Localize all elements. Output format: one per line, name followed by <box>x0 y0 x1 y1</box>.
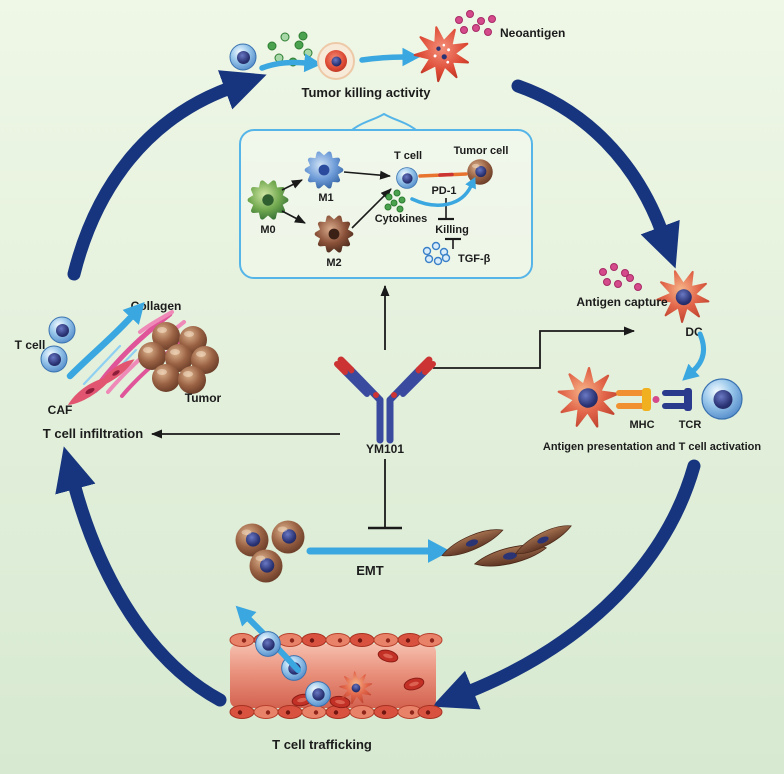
presenting-dc-icon <box>554 363 623 433</box>
neoantigen-label: Neoantigen <box>500 26 565 40</box>
tcr-icon <box>662 388 692 411</box>
pd1-inhibits-killing <box>438 198 454 221</box>
vessel-dc-icon <box>334 666 378 710</box>
t-cell-icon <box>229 43 257 71</box>
cycle-arrow-top-right <box>511 79 680 269</box>
trafficking-t-cell-icon <box>305 681 331 707</box>
cycle-arrow-bottom-left <box>55 446 227 707</box>
endothelium-bottom <box>229 705 443 719</box>
trafficking-title: T cell trafficking <box>272 737 372 752</box>
m2-macrophage-icon <box>317 218 351 251</box>
tcr-label: TCR <box>679 419 702 431</box>
tgf-beta-dots <box>422 241 451 266</box>
immunity-cycle-arrows <box>55 70 701 710</box>
m0-label: M0 <box>260 224 275 236</box>
box-tumor-cell-icon <box>467 159 493 185</box>
m0-macrophage-icon <box>250 183 286 217</box>
emt-scene: EMT <box>235 520 576 583</box>
infiltration-scene: Collagen T cell CAF Tumor T cell infiltr… <box>15 299 222 441</box>
antigen-capture-title: Antigen capture <box>576 295 668 309</box>
tumor-label: Tumor <box>185 391 222 405</box>
t-cell-left-label: T cell <box>15 338 46 352</box>
ym101-connectors <box>151 285 635 530</box>
exiting-t-cell-icon <box>255 631 281 657</box>
infiltrating-t-cell-icon <box>48 316 76 344</box>
captured-antigen-dots <box>599 263 642 291</box>
dying-tumor-cell-icon <box>408 19 478 90</box>
infiltration-title: T cell infiltration <box>43 426 143 441</box>
m1-macrophage-icon <box>307 154 341 187</box>
caf-label: CAF <box>48 403 73 417</box>
collagen-label: Collagen <box>131 299 182 313</box>
cytokines-label: Cytokines <box>375 213 428 225</box>
m1-label: M1 <box>318 192 333 204</box>
mhc-icon <box>616 388 660 411</box>
trafficking-scene: T cell trafficking <box>229 605 443 752</box>
antigen-presentation-scene: MHC TCR Antigen presentation and T cell … <box>543 363 761 453</box>
dc-to-tcell-arrow <box>682 331 706 381</box>
macrophage-callout-box: M1 M0 M2 T cell Cytokines Tumor cell PD-… <box>239 112 533 279</box>
killing-arrow <box>410 176 476 207</box>
tumor-killing-title: Tumor killing activity <box>301 85 431 100</box>
epithelial-tumor-cell-icon <box>271 520 305 554</box>
neoantigen-dots <box>455 10 496 36</box>
ym101-to-dc-arrow <box>433 326 635 369</box>
ym101-label: YM101 <box>366 442 404 456</box>
cycle-arrow-left-top <box>67 70 267 281</box>
emt-label: EMT <box>356 563 384 578</box>
mhc-label: MHC <box>629 419 654 431</box>
antigen-presentation-title: Antigen presentation and T cell activati… <box>543 441 761 453</box>
box-cytokine-dots <box>384 189 406 213</box>
pd1-label: PD-1 <box>431 185 456 197</box>
polarization-arrows <box>281 170 392 229</box>
cytokine-dots <box>267 31 313 67</box>
killing-label: Killing <box>435 224 469 236</box>
cycle-arrow-right-bottom <box>431 459 701 710</box>
ym101-antibody-icon <box>334 356 436 444</box>
antigen-capture-scene: Antigen capture DC <box>576 263 715 381</box>
box-t-cell-icon <box>396 167 418 189</box>
dc-cell-icon <box>652 264 715 328</box>
attack-arrow-1 <box>259 53 322 73</box>
callout-brace <box>351 112 417 131</box>
attack-arrow-2 <box>359 47 420 67</box>
box-tumor-cell-label: Tumor cell <box>454 145 509 157</box>
tgfb-inhibits-killing <box>445 237 461 249</box>
pd1-bond <box>418 172 468 178</box>
box-t-cell-label: T cell <box>394 150 422 162</box>
tgf-beta-label: TGF-β <box>458 253 491 265</box>
targeted-tumor-cell-icon <box>317 42 355 80</box>
epithelial-tumor-cell-icon <box>249 549 283 583</box>
m2-label: M2 <box>326 257 341 269</box>
infiltration-arrow <box>66 302 145 380</box>
activated-t-cell-icon <box>701 378 743 420</box>
tumor-killing-scene: Neoantigen Tumor killing activity <box>229 10 565 100</box>
